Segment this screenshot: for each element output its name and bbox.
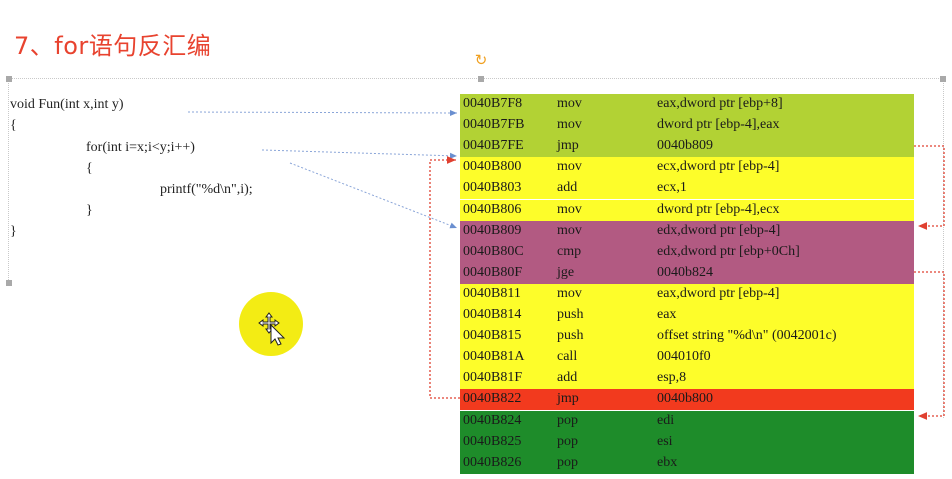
asm-row: 0040B7F8 mov eax,dword ptr [ebp+8] [460,94,914,115]
move-cursor-icon [258,312,286,346]
asm-opcode: pop [557,433,578,449]
asm-opcode: mov [557,96,582,111]
asm-operands: dword ptr [ebp-4],eax [657,117,780,133]
code-line: void Fun(int x,int y) [10,97,124,112]
asm-address: 0040B7F8 [463,96,523,111]
mapping-arrow-increment [261,149,458,159]
asm-opcode: pop [557,454,578,470]
asm-operands: ecx,dword ptr [ebp-4] [657,159,780,175]
code-line: for(int i=x;i<y;i++) [86,140,195,155]
asm-address: 0040B822 [463,391,522,407]
asm-opcode: jge [557,264,575,280]
asm-opcode: mov [557,222,582,238]
asm-opcode: push [557,328,584,344]
asm-operands: eax [657,307,677,322]
asm-address: 0040B825 [463,433,522,449]
asm-opcode: call [557,349,578,365]
asm-opcode: add [557,370,578,386]
asm-address: 0040B803 [463,180,522,196]
asm-address: 0040B7FE [463,138,524,154]
asm-opcode: jmp [557,391,579,407]
mapping-arrow-init [187,109,458,116]
asm-operands: 004010f0 [657,349,711,365]
asm-operands: esi [657,433,673,449]
slide-title: 7、for语句反汇编 [14,32,212,60]
asm-row: 0040B7FE jmp 0040b809 [460,136,914,158]
resize-handle-top-right[interactable] [940,76,946,82]
asm-row: 0040B7FB mov dword ptr [ebp-4],eax [460,115,914,137]
asm-row: 0040B80F jge 0040b824 [460,262,914,284]
selection-frame-left [8,78,9,282]
asm-operands: 0040b800 [657,391,713,407]
asm-address: 0040B7FB [463,117,525,133]
code-line: } [10,224,17,239]
asm-address: 0040B811 [463,285,521,301]
asm-address: 0040B80C [463,243,524,259]
asm-address: 0040B826 [463,454,522,470]
resize-handle-top-center[interactable] [478,76,484,82]
asm-opcode: push [557,307,584,322]
asm-opcode: mov [557,159,582,175]
asm-operands: 0040b824 [657,264,713,280]
asm-opcode: pop [557,412,578,428]
asm-address: 0040B824 [463,412,522,428]
asm-row: 0040B814 push eax [460,305,914,326]
rotate-handle-icon[interactable]: ↻ [474,51,488,69]
code-line: { [86,161,93,176]
selection-frame-right [943,78,944,418]
asm-row: 0040B81A call 004010f0 [460,347,914,369]
asm-operands: ecx,1 [657,180,687,196]
asm-opcode: add [557,180,578,196]
asm-opcode: mov [557,117,582,133]
asm-row: 0040B822 jmp 0040b800 [460,389,914,411]
asm-operands: offset string "%d\n" (0042001c) [657,328,837,344]
code-line: printf("%d\n",i); [160,182,253,197]
asm-operands: edx,dword ptr [ebp+0Ch] [657,243,800,259]
asm-operands: dword ptr [ebp-4],ecx [657,201,780,217]
asm-row: 0040B806 mov dword ptr [ebp-4],ecx [460,199,914,221]
assembly-listing: 0040B7F8 mov eax,dword ptr [ebp+8] 0040B7FB… [460,94,914,474]
asm-address: 0040B800 [463,159,522,175]
asm-operands: 0040b809 [657,138,713,154]
asm-address: 0040B81A [463,349,525,365]
asm-opcode: cmp [557,243,582,259]
asm-operands: eax,dword ptr [ebp+8] [657,96,783,111]
asm-row: 0040B803 add ecx,1 [460,178,914,200]
asm-row: 0040B80C cmp edx,dword ptr [ebp+0Ch] [460,241,914,263]
asm-address: 0040B81F [463,370,523,386]
asm-operands: ebx [657,454,678,470]
asm-operands: edx,dword ptr [ebp-4] [657,222,781,238]
asm-row: 0040B81F add esp,8 [460,368,914,390]
asm-address: 0040B806 [463,201,522,217]
asm-operands: edi [657,412,675,428]
resize-handle-left-middle[interactable] [6,280,12,286]
asm-row: 0040B824 pop edi [460,410,914,432]
jump-arrow-jge-exit [914,271,945,420]
asm-row: 0040B800 mov ecx,dword ptr [ebp-4] [460,157,914,179]
asm-opcode: mov [557,285,582,301]
asm-row: 0040B826 pop ebx [460,452,914,474]
asm-opcode: mov [557,201,582,217]
asm-row: 0040B825 pop esi [460,431,914,453]
jump-arrow-loop-back [429,156,460,399]
asm-row: 0040B809 mov edx,dword ptr [ebp-4] [460,220,914,242]
asm-operands: eax,dword ptr [ebp-4] [657,285,780,301]
jump-arrow-jmp-to-cond [914,145,945,230]
asm-row: 0040B811 mov eax,dword ptr [ebp-4] [460,283,914,305]
code-line: { [10,118,17,133]
asm-opcode: jmp [557,138,579,154]
asm-address: 0040B809 [463,222,522,238]
resize-handle-top-left[interactable] [6,76,12,82]
asm-row: 0040B815 push offset string "%d\n" (004200… [460,326,914,348]
mapping-arrow-condition [289,162,458,229]
selection-frame-top [8,78,943,79]
asm-address: 0040B80F [463,264,523,280]
code-line: } [86,203,93,218]
asm-address: 0040B815 [463,328,522,344]
asm-operands: esp,8 [657,370,687,386]
asm-address: 0040B814 [463,307,522,322]
